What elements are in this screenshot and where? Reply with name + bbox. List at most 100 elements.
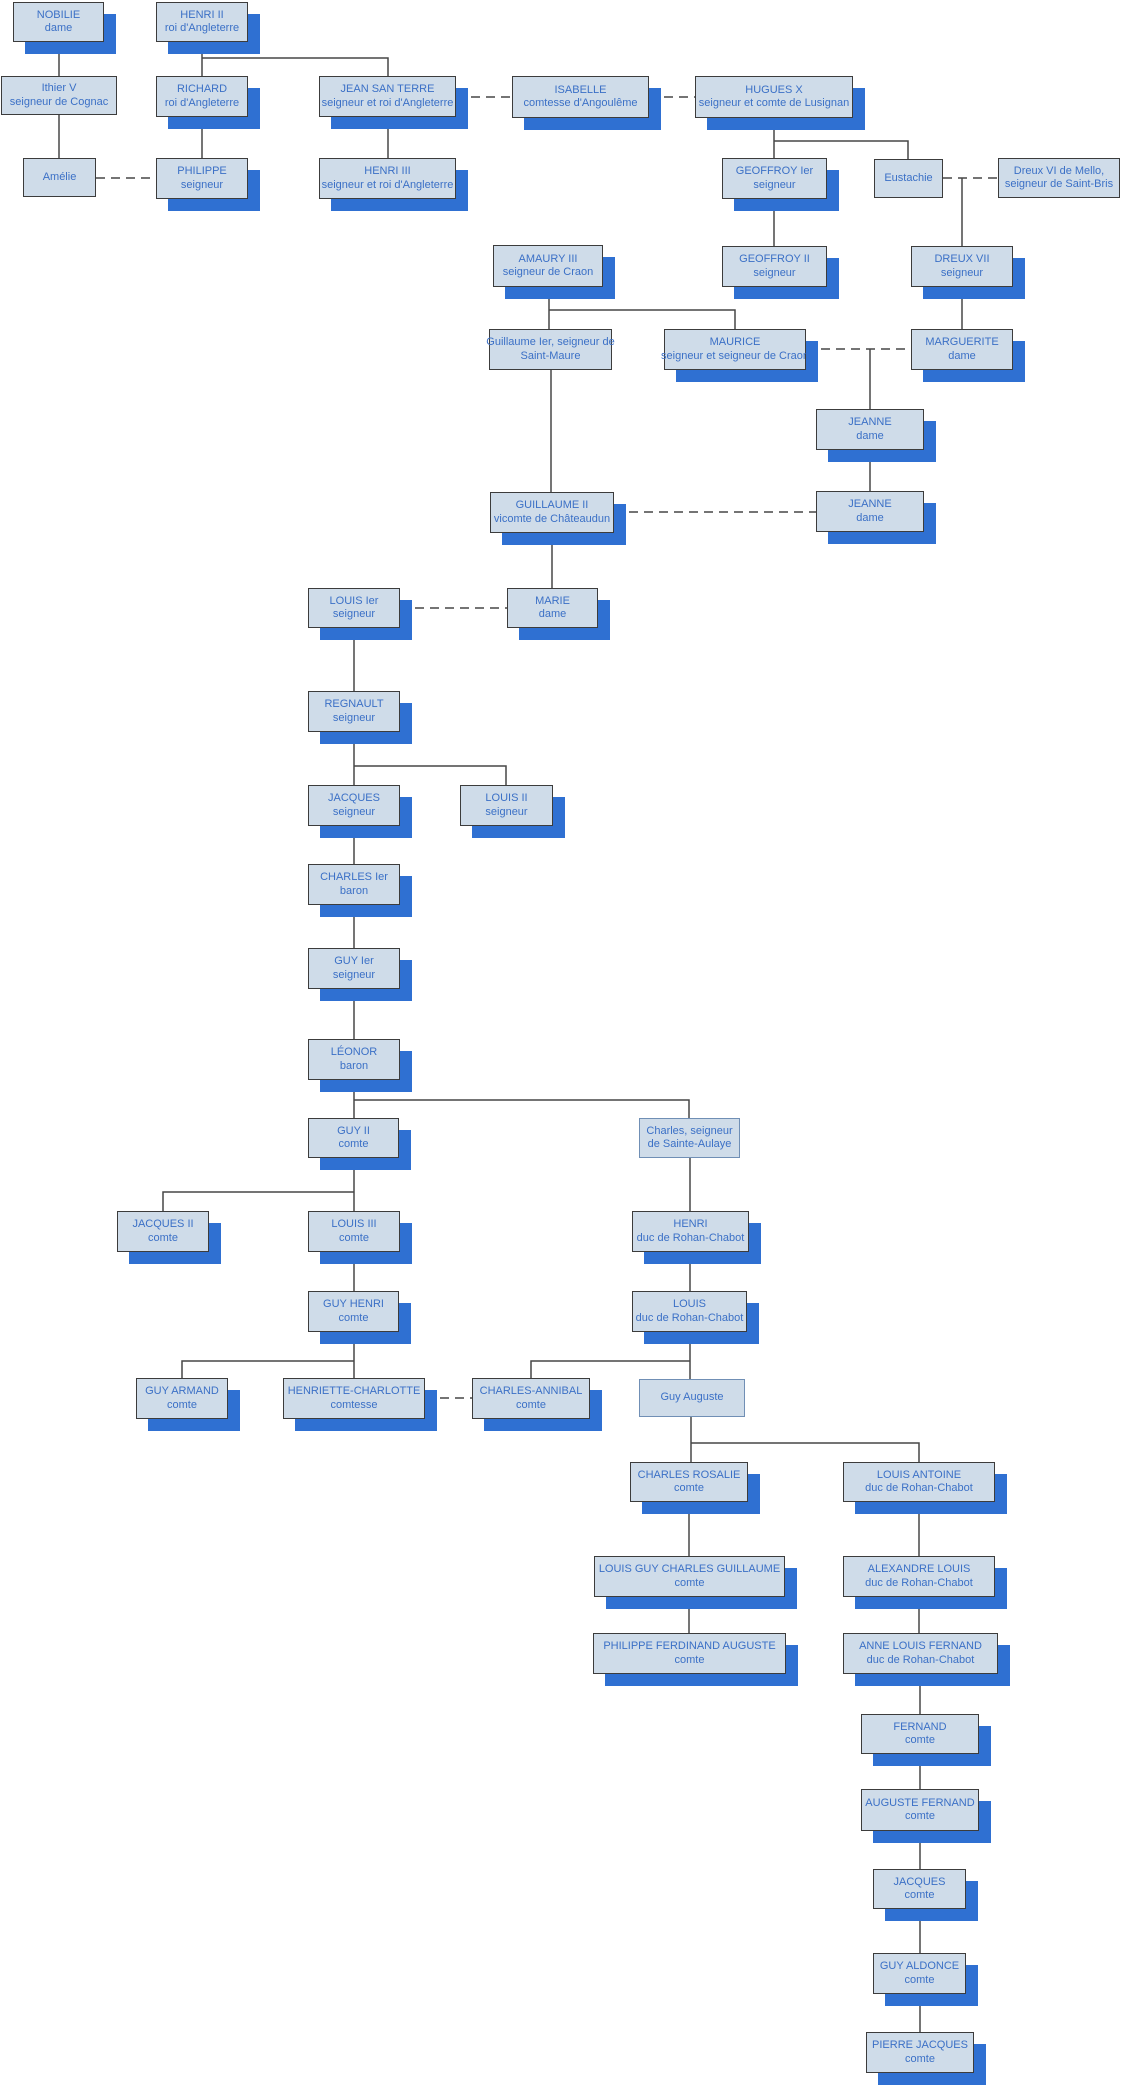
person-title: baron — [339, 884, 369, 897]
person-name: LOUIS II — [485, 792, 528, 804]
person-title: comte — [339, 1231, 369, 1244]
person-name: ANNE LOUIS FERNAND — [859, 1640, 982, 1652]
descent-link-line — [354, 1099, 690, 1118]
person-name: PHILIPPE — [177, 165, 227, 177]
person-name: LOUIS Ier — [329, 594, 379, 607]
person-title: de Sainte-Aulaye — [647, 1138, 732, 1150]
person-name: HUGUES X — [745, 83, 803, 96]
person-node-guy-auguste[interactable]: Guy Auguste — [639, 1379, 745, 1417]
person-node-amelie[interactable]: Amélie — [23, 158, 96, 197]
person-name: MARGUERITE — [925, 336, 999, 348]
person-node-dreux-vi[interactable]: Dreux VI de Mello,seigneur de Saint-Bris — [998, 158, 1120, 198]
person-name: Guy Auguste — [660, 1391, 724, 1404]
person-name: JACQUES — [328, 792, 380, 804]
person-name: AMAURY III — [518, 252, 578, 265]
person-title: seigneur — [332, 805, 376, 818]
person-title: duc de Rohan-Chabot — [636, 1231, 745, 1244]
person-title: comte — [904, 1973, 935, 1986]
person-title: dame — [948, 349, 976, 362]
person-name: AUGUSTE FERNAND — [865, 1796, 975, 1809]
person-name: Guillaume Ier, seigneur de — [486, 336, 615, 348]
descent-link-line — [181, 1360, 354, 1378]
person-title: comte — [674, 1482, 704, 1494]
person-name: JEAN SAN TERRE — [340, 83, 435, 95]
descent-link-line — [774, 140, 909, 159]
person-name: CHARLES-ANNIBAL — [479, 1385, 583, 1397]
person-name: HENRI III — [364, 165, 411, 177]
person-title: seigneur et comte de Lusignan — [698, 97, 850, 109]
person-name: GUY ARMAND — [145, 1385, 219, 1397]
person-name: LOUIS III — [331, 1218, 377, 1230]
person-node-eustachie[interactable]: Eustachie — [874, 159, 943, 198]
person-name: JEANNE — [848, 498, 892, 510]
person-name: GEOFFROY Ier — [735, 165, 814, 177]
person-name: Charles, seigneur — [646, 1124, 733, 1137]
person-name: GEOFFROY II — [739, 253, 810, 265]
person-title: duc de Rohan-Chabot — [865, 1482, 973, 1494]
person-name: CHARLES Ier — [320, 871, 388, 883]
person-title: comte — [904, 1889, 935, 1901]
person-name: Amélie — [42, 170, 77, 183]
person-title: comte — [905, 2052, 935, 2065]
person-name: LOUIS — [672, 1298, 706, 1310]
person-title: seigneur — [940, 266, 984, 279]
person-title: roi d'Angleterre — [164, 96, 240, 109]
person-name: HENRI II — [180, 8, 224, 21]
person-title: seigneur — [332, 711, 376, 724]
person-title: seigneur — [332, 968, 376, 981]
descent-link-line — [162, 1191, 354, 1211]
person-title: baron — [339, 1059, 369, 1072]
person-title: comte — [148, 1231, 178, 1244]
person-name: REGNAULT — [324, 698, 384, 710]
